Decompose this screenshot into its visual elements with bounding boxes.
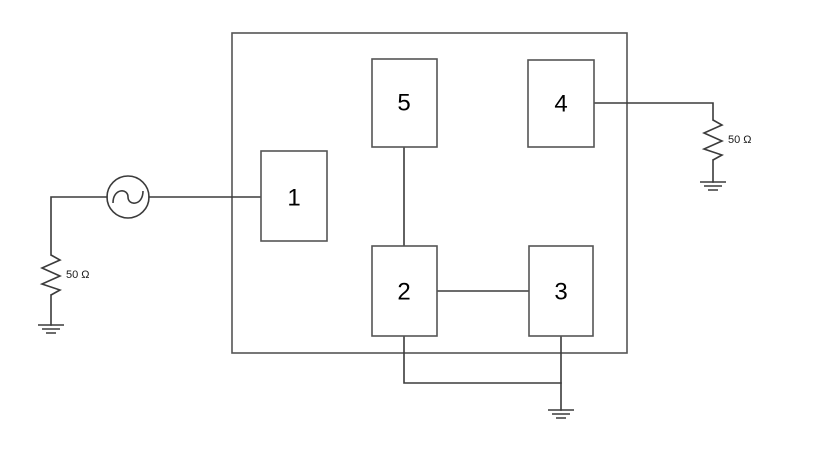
block-1-label: 1 bbox=[287, 185, 300, 212]
ground-icon bbox=[38, 324, 64, 334]
ground-left bbox=[38, 324, 64, 334]
ground-icon bbox=[548, 409, 574, 419]
wire-left-resistor-to-source bbox=[50, 196, 108, 256]
block-5-rect[interactable] bbox=[371, 58, 438, 148]
block-1-rect[interactable] bbox=[260, 150, 328, 242]
sine-wave-icon bbox=[112, 190, 144, 204]
block-4-rect[interactable] bbox=[527, 59, 595, 148]
block-3-label: 3 bbox=[554, 279, 567, 306]
resistor-right-zigzag bbox=[701, 119, 724, 161]
resistor-left bbox=[39, 254, 62, 296]
block-3[interactable]: 3 bbox=[528, 245, 594, 337]
block-2-rect[interactable] bbox=[371, 245, 438, 337]
ac-source bbox=[106, 175, 150, 219]
wire-group bbox=[50, 102, 714, 411]
ground-icon bbox=[700, 181, 726, 191]
block-5[interactable]: 5 bbox=[371, 58, 438, 148]
resistor-right-label: 50 Ω bbox=[728, 134, 752, 146]
block-2-label: 2 bbox=[397, 279, 410, 306]
ground-bottom bbox=[548, 409, 574, 419]
block-1[interactable]: 1 bbox=[260, 150, 328, 242]
block-4[interactable]: 4 bbox=[527, 59, 595, 148]
block-2[interactable]: 2 bbox=[371, 245, 438, 337]
ground-right bbox=[700, 181, 726, 191]
block-3-rect[interactable] bbox=[528, 245, 594, 337]
wire-block-4-to-right-resistor bbox=[593, 102, 714, 121]
block-4-label: 4 bbox=[554, 91, 567, 118]
ac-source-circle bbox=[106, 175, 150, 219]
enclosure-boundary bbox=[231, 32, 628, 354]
resistor-left-zigzag bbox=[39, 254, 62, 296]
wire-block-2-to-ground-bus bbox=[403, 335, 562, 384]
resistor-right bbox=[701, 119, 724, 161]
resistor-left-label: 50 Ω bbox=[66, 269, 90, 281]
block-5-label: 5 bbox=[397, 90, 410, 117]
